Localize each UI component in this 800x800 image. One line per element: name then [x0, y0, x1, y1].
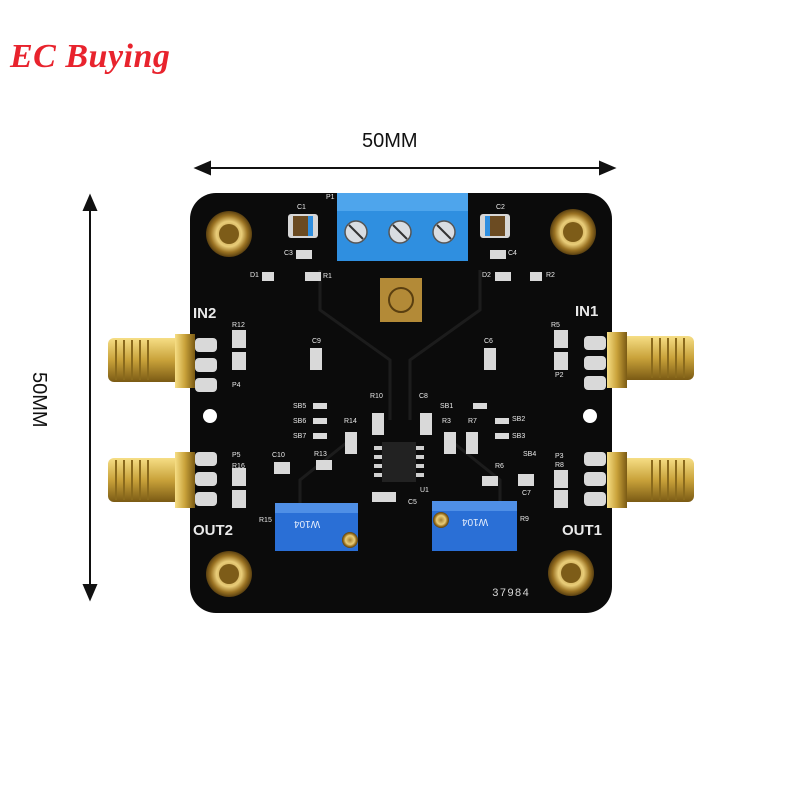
designator: P4 [232, 382, 241, 389]
designator: P5 [232, 452, 241, 459]
sma-connector-out2 [108, 452, 217, 508]
trimmer-pot-r15 [275, 503, 358, 551]
designator: SB7 [293, 433, 307, 440]
designator: R5 [551, 322, 560, 329]
designator: SB2 [512, 416, 526, 423]
sma-connector-out1 [584, 452, 694, 508]
designator: R3 [442, 418, 451, 425]
trimmer-marking-right: W104 [462, 516, 489, 527]
width-arrow [193, 160, 617, 176]
designator: R13 [314, 451, 327, 458]
designator: R1 [323, 273, 332, 280]
mounting-hole [206, 551, 252, 597]
designator: SB4 [523, 451, 537, 458]
opamp-ic-u1 [374, 442, 424, 482]
capacitor-c2 [480, 214, 510, 238]
trimmer-pot-r9 [432, 501, 517, 551]
designator: R16 [232, 463, 245, 470]
designator: R9 [520, 516, 529, 523]
height-arrow [82, 193, 98, 602]
designator: R12 [232, 322, 245, 329]
designator: C10 [272, 452, 285, 459]
port-label-in1: IN1 [575, 303, 599, 320]
mounting-hole [548, 550, 594, 596]
designator: D2 [482, 272, 491, 279]
designator: R14 [344, 418, 357, 425]
designator: R7 [468, 418, 477, 425]
board-logo [380, 278, 422, 322]
designator: R6 [495, 463, 504, 470]
designator: SB1 [440, 403, 454, 410]
port-label-out1: OUT1 [562, 522, 603, 539]
serial-number: 37984 [492, 588, 531, 600]
designator: SB5 [293, 403, 307, 410]
mounting-hole [550, 209, 596, 255]
designator: P2 [555, 372, 564, 379]
designator: P3 [555, 453, 564, 460]
port-label-out2: OUT2 [193, 522, 234, 539]
brand-logo: EC Buying [10, 38, 171, 75]
designator: C7 [522, 490, 531, 497]
designator: C9 [312, 338, 321, 345]
designator: SB3 [512, 433, 526, 440]
mounting-hole [206, 211, 252, 257]
designator: SB6 [293, 418, 307, 425]
designator: C3 [284, 250, 293, 257]
designator: C4 [508, 250, 517, 257]
designator: C6 [484, 338, 493, 345]
designator: C8 [419, 393, 428, 400]
trimmer-marking-left: W104 [294, 518, 321, 529]
width-dimension-label: 50MM [362, 130, 418, 152]
designator: D1 [250, 272, 259, 279]
capacitor-c1 [288, 214, 318, 238]
designator: R2 [546, 272, 555, 279]
smd-components [232, 250, 568, 508]
power-terminal-block [337, 193, 468, 261]
designator: P1 [326, 194, 335, 201]
designator: R8 [555, 462, 564, 469]
port-label-in2: IN2 [193, 305, 217, 322]
designator: C1 [297, 204, 306, 211]
sma-connector-in2 [108, 334, 217, 392]
designator: C2 [496, 204, 505, 211]
sma-connector-in1 [584, 332, 694, 390]
designator: C5 [408, 499, 417, 506]
designator: U1 [420, 487, 429, 494]
designator: R10 [370, 393, 383, 400]
designator: R15 [259, 517, 272, 524]
